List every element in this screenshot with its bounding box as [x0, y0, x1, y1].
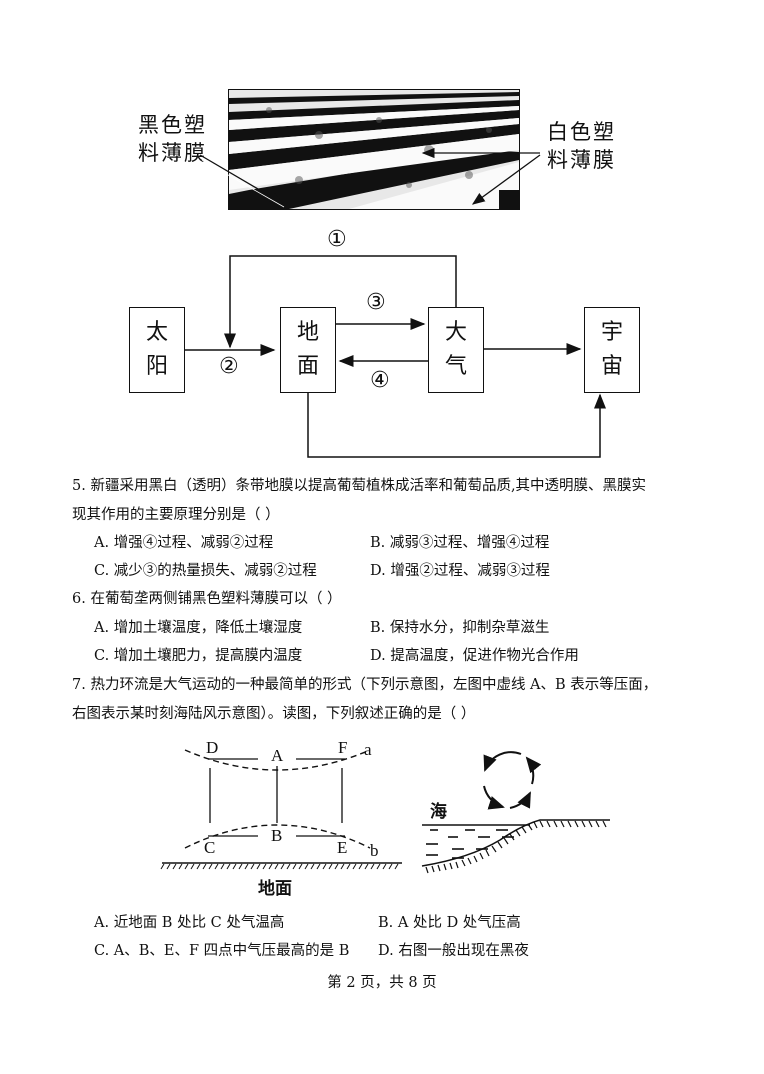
q5-option-c[interactable]: C. 减少③的热量损失、减弱②过程 — [94, 563, 317, 579]
point-d-label: D — [206, 738, 219, 757]
question-7-line-2: 右图表示某时刻海陆风示意图）。读图，下列叙述正确的是（ ） — [72, 706, 476, 722]
node-text: 地 — [296, 320, 319, 345]
white-film-label: 白色塑 料薄膜 — [547, 118, 616, 174]
node-text: 宙 — [600, 354, 623, 379]
q5-option-a[interactable]: A. 增强④过程、减弱②过程 — [94, 535, 274, 551]
node-text: 气 — [444, 354, 467, 379]
energy-flow-arrows — [185, 255, 606, 458]
point-a-label: A — [271, 746, 284, 765]
question-6-line-1: 6. 在葡萄垄两侧铺黑色塑料薄膜可以（ ） — [72, 591, 342, 607]
point-c-label: C — [204, 838, 216, 857]
black-film-label: 黑色塑 料薄膜 — [138, 111, 207, 167]
q6-option-c[interactable]: C. 增加土壤肥力，提高膜内温度 — [94, 648, 303, 664]
question-5-line-1: 5. 新疆采用黑白（透明）条带地膜以提高葡萄植株成活率和葡萄品质,其中透明膜、黑… — [72, 478, 647, 494]
node-text: 阳 — [145, 354, 168, 379]
field-rows-image — [229, 90, 519, 209]
label-line: 黑色塑 — [138, 113, 207, 137]
label-line: 料薄膜 — [138, 141, 207, 165]
vineyard-film-photo — [228, 89, 520, 210]
page-footer: 第 2 页，共 8 页 — [327, 975, 437, 991]
sea-label: 海 — [430, 802, 447, 822]
q7-option-c[interactable]: C. A、B、E、F 四点中气压最高的是 B — [94, 943, 350, 959]
q7-option-a[interactable]: A. 近地面 B 处比 C 处气温高 — [94, 915, 285, 931]
label-line: 料薄膜 — [547, 148, 616, 172]
node-atmosphere: 大 气 — [428, 307, 484, 393]
marker-2: ② — [219, 354, 239, 379]
surface-a-label: a — [364, 740, 372, 759]
question-5-line-2: 现其作用的主要原理分别是（ ） — [72, 507, 280, 523]
node-ground: 地 面 — [280, 307, 336, 393]
photo-pointer-arrows — [199, 147, 541, 208]
q5-option-d[interactable]: D. 增强②过程、减弱③过程 — [370, 563, 550, 579]
q7-option-d[interactable]: D. 右图一般出现在黑夜 — [378, 943, 529, 959]
q7-option-b[interactable]: B. A 处比 D 处气压高 — [378, 915, 521, 931]
q6-option-d[interactable]: D. 提高温度，促进作物光合作用 — [370, 648, 579, 664]
node-text: 宇 — [600, 320, 623, 345]
question-7-line-1: 7. 热力环流是大气运动的一种最简单的形式（下列示意图，左图中虚线 A、B 表示… — [72, 677, 658, 693]
q6-option-a[interactable]: A. 增加土壤温度，降低土壤湿度 — [94, 620, 303, 636]
node-text: 面 — [296, 354, 319, 379]
node-space: 宇 宙 — [584, 307, 640, 393]
marker-3: ③ — [366, 290, 386, 315]
q5-option-b[interactable]: B. 减弱③过程、增强④过程 — [370, 535, 550, 551]
point-f-label: F — [338, 738, 348, 757]
node-text: 太 — [145, 320, 168, 345]
point-e-label: E — [337, 838, 348, 857]
marker-4: ④ — [370, 368, 390, 393]
point-b-label: B — [271, 826, 283, 845]
surface-b-label: b — [370, 841, 379, 860]
ground-label: 地面 — [258, 879, 292, 899]
isobaric-surface-diagram — [160, 749, 402, 870]
node-sun: 太 阳 — [129, 307, 185, 393]
node-text: 大 — [444, 320, 467, 345]
label-line: 白色塑 — [547, 120, 616, 144]
q6-option-b[interactable]: B. 保持水分，抑制杂草滋生 — [370, 620, 550, 636]
sea-land-breeze-diagram — [421, 751, 610, 874]
marker-1: ① — [327, 227, 347, 252]
